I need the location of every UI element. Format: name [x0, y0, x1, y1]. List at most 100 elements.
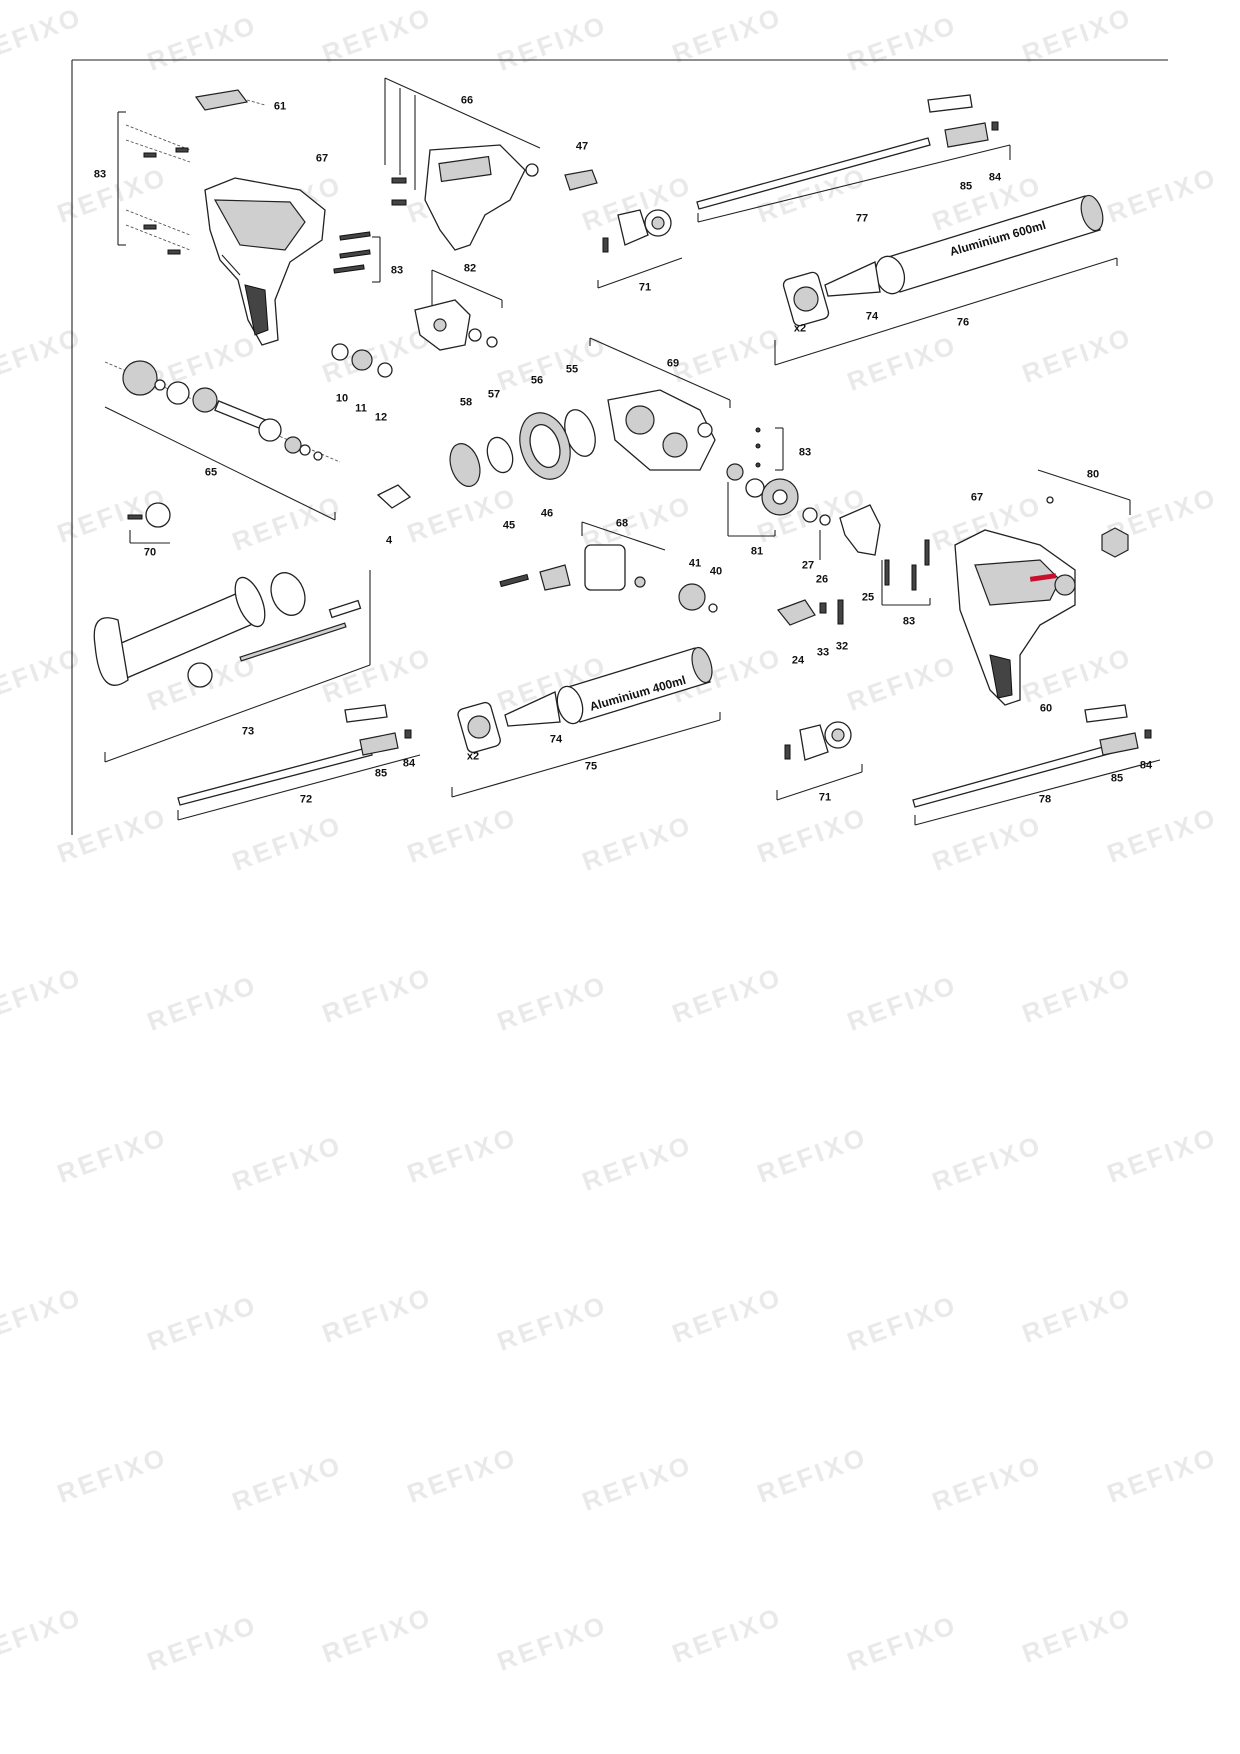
rack-block-top	[927, 94, 1011, 160]
watermark-text: REFIXO	[753, 1441, 872, 1509]
label-part-72: 72	[299, 793, 313, 806]
label-part-71-top: 71	[638, 281, 652, 294]
watermark-text: REFIXO	[143, 969, 262, 1037]
watermark-text: REFIXO	[1018, 1281, 1137, 1349]
plunger-rod-long	[696, 137, 1011, 223]
watermark-text: REFIXO	[668, 1601, 787, 1669]
button-assembly-bottom	[776, 721, 863, 801]
watermark-text: REFIXO	[143, 1289, 262, 1357]
label-part-78: 78	[1038, 793, 1052, 806]
screws-gearbox	[755, 427, 784, 471]
label-part-45: 45	[502, 519, 516, 532]
cartridge-600	[774, 194, 1118, 366]
motor-assembly	[499, 521, 718, 613]
watermark-text: REFIXO	[928, 1449, 1047, 1517]
end-nut	[1037, 469, 1131, 558]
watermark-text: REFIXO	[843, 969, 962, 1037]
label-part-41: 41	[688, 557, 702, 570]
label-part-60: 60	[1039, 702, 1053, 715]
watermark-text: REFIXO	[843, 1609, 962, 1677]
lever-assembly	[802, 504, 881, 560]
watermark-text: REFIXO	[0, 1281, 87, 1349]
watermark-text: REFIXO	[318, 1601, 437, 1669]
label-part-27: 27	[801, 559, 815, 572]
watermark-text: REFIXO	[668, 1281, 787, 1349]
label-part-67-right: 67	[970, 491, 984, 504]
label-part-84-top: 84	[988, 171, 1002, 184]
label-part-85-left: 85	[374, 767, 388, 780]
label-part-57: 57	[487, 388, 501, 401]
label-part-32: 32	[835, 640, 849, 653]
gearbox-assembly	[589, 337, 731, 471]
watermark-text: REFIXO	[143, 1609, 262, 1677]
badge-part	[194, 89, 266, 111]
label-part-85-right: 85	[1110, 772, 1124, 785]
plunger-rod-right	[912, 704, 1161, 826]
label-part-11: 11	[355, 402, 367, 415]
watermark-text: REFIXO	[1018, 1601, 1137, 1669]
label-part-74-top: 74	[865, 310, 879, 323]
label-part-4: 4	[385, 534, 393, 547]
watermark-text: REFIXO	[53, 1441, 172, 1509]
screws-mid	[333, 231, 381, 283]
watermark-text: REFIXO	[228, 1449, 347, 1517]
label-part-70: 70	[143, 546, 157, 559]
label-part-69: 69	[666, 357, 680, 370]
label-part-83-left: 83	[93, 168, 107, 181]
label-part-46: 46	[540, 507, 554, 520]
plunger-rod-left	[177, 704, 421, 821]
label-part-26: 26	[815, 573, 829, 586]
label-part-77: 77	[855, 212, 869, 225]
label-part-83-right: 83	[902, 615, 916, 628]
screws-left	[117, 111, 191, 255]
label-part-75: 75	[584, 760, 598, 773]
cartridge-400	[451, 646, 721, 798]
label-part-74-bottom: 74	[549, 733, 563, 746]
watermark-text: REFIXO	[493, 1289, 612, 1357]
watermark-text: REFIXO	[1103, 1121, 1222, 1189]
small-block-part	[564, 169, 598, 191]
label-part-81: 81	[750, 545, 764, 558]
screws-right	[881, 539, 931, 606]
watermark-text: REFIXO	[753, 1121, 872, 1189]
watermark-text: REFIXO	[493, 969, 612, 1037]
collar-set	[449, 409, 596, 487]
frame-insert	[384, 77, 541, 251]
label-part-67-left: 67	[315, 152, 329, 165]
watermark-text: REFIXO	[493, 1609, 612, 1677]
watermark-text: REFIXO	[843, 1289, 962, 1357]
label-part-83-gearbox: 83	[798, 446, 812, 459]
switch-assembly	[777, 599, 844, 626]
housing-half-left	[204, 177, 326, 346]
pawl-assembly	[414, 269, 503, 351]
watermark-text: REFIXO	[318, 961, 437, 1029]
label-part-85-top: 85	[959, 180, 973, 193]
label-part-71-bottom: 71	[818, 791, 832, 804]
label-part-10: 10	[335, 392, 349, 405]
watermark-text: REFIXO	[403, 1441, 522, 1509]
drive-shaft-assembly	[104, 360, 341, 521]
watermark-text: REFIXO	[228, 1129, 347, 1197]
label-part-76: 76	[956, 316, 970, 329]
label-part-80: 80	[1086, 468, 1100, 481]
label-part-47: 47	[575, 140, 589, 153]
label-part-56: 56	[530, 374, 544, 387]
label-part-24: 24	[791, 654, 805, 667]
label-part-40: 40	[709, 565, 723, 578]
label-part-25: 25	[861, 591, 875, 604]
end-washer-assembly	[127, 502, 171, 544]
label-part-x2-bottom: x2	[466, 750, 480, 763]
watermark-text: REFIXO	[578, 1449, 697, 1517]
label-part-x2-top: x2	[793, 322, 807, 335]
watermark-text: REFIXO	[0, 1601, 87, 1669]
watermark-text: REFIXO	[318, 1281, 437, 1349]
watermark-text: REFIXO	[0, 961, 87, 1029]
label-part-83-mid: 83	[390, 264, 404, 277]
label-part-66: 66	[460, 94, 474, 107]
label-part-84-left: 84	[402, 757, 416, 770]
label-part-12: 12	[374, 411, 388, 424]
watermark-text: REFIXO	[53, 1121, 172, 1189]
cradle-barrel	[93, 570, 371, 763]
label-part-58: 58	[459, 396, 473, 409]
